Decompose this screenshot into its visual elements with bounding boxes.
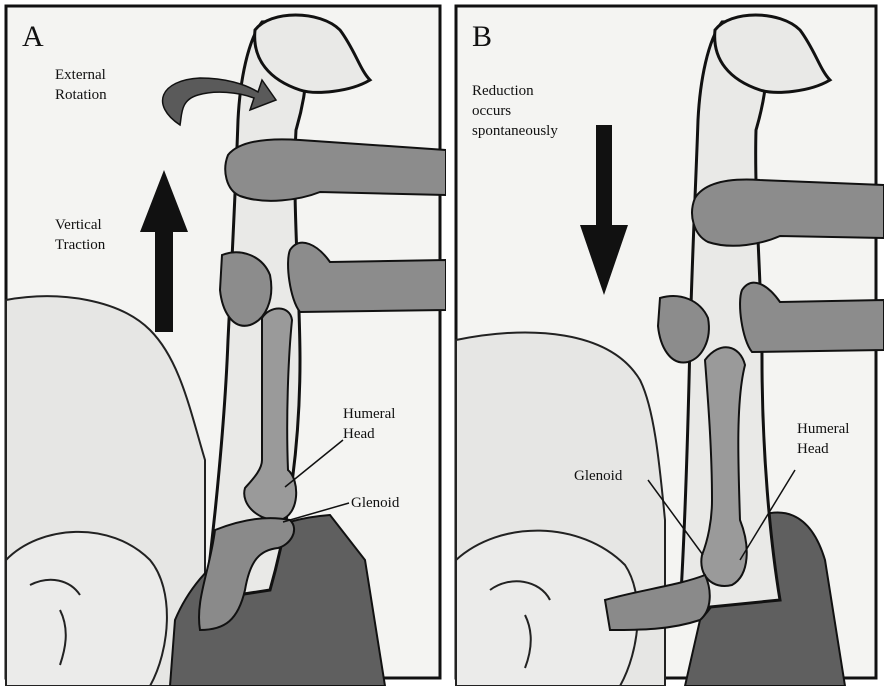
label-reduction-1: Reduction — [472, 82, 534, 101]
panel-b-illustration — [450, 0, 884, 686]
label-vertical-traction-2: Traction — [55, 236, 105, 255]
assistant-upper-hand — [225, 139, 446, 200]
label-humeral-head-b-2: Head — [797, 440, 829, 459]
label-humeral-head-1: Humeral — [343, 405, 395, 424]
patient-head — [6, 532, 167, 686]
label-humeral-head-b-1: Humeral — [797, 420, 849, 439]
assistant-lower-fingers — [220, 252, 271, 325]
label-external-rotation-2: Rotation — [55, 86, 107, 105]
panel-b-letter: B — [472, 20, 492, 54]
label-vertical-traction-1: Vertical — [55, 216, 102, 235]
panel-b: B Reduction occurs spontaneously Glenoid… — [450, 0, 884, 686]
label-humeral-head-2: Head — [343, 425, 375, 444]
assistant-upper-hand-b — [692, 180, 884, 246]
panel-a: A External Rotation Vertical Traction Hu… — [0, 0, 446, 686]
label-reduction-2: occurs — [472, 102, 511, 121]
panel-a-letter: A — [22, 20, 44, 54]
label-reduction-3: spontaneously — [472, 122, 558, 141]
label-external-rotation-1: External — [55, 66, 106, 85]
label-glenoid: Glenoid — [351, 494, 399, 513]
label-glenoid-b: Glenoid — [574, 467, 622, 486]
